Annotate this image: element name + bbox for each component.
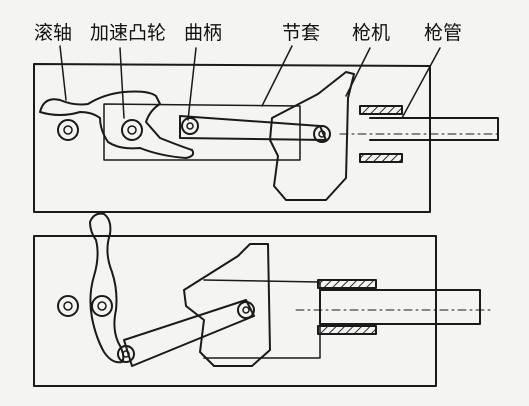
top-link-pin (313, 125, 331, 143)
bottom-bolt (183, 243, 271, 367)
top-accel-cam (39, 90, 195, 159)
label-bolt: 枪机 (352, 22, 391, 44)
bottom-toggle-link (123, 299, 255, 367)
bottom-figure (33, 212, 491, 387)
top-figure (33, 63, 501, 213)
top-toggle-link (179, 115, 327, 141)
top-bolt (269, 71, 355, 201)
label-crank: 曲柄 (184, 22, 223, 44)
top-barrel (369, 117, 499, 141)
top-crank-pin (181, 117, 199, 135)
top-barrel-hatch-upper (359, 105, 403, 115)
bottom-receiver (33, 235, 437, 387)
top-cam-pivot (121, 119, 143, 141)
top-roller-shaft (57, 119, 79, 141)
top-receiver (33, 63, 431, 213)
top-barrel-hatch-lower (359, 153, 403, 163)
top-cam-guide (103, 103, 301, 161)
label-toggle-sleeve: 节套 (282, 22, 321, 44)
label-accel-cam: 加速凸轮 (90, 22, 167, 44)
bottom-barrel (319, 289, 481, 325)
label-roller-shaft: 滚轴 (34, 22, 73, 44)
label-barrel: 枪管 (424, 22, 463, 44)
bottom-roller-shaft (57, 295, 79, 317)
bottom-guide (203, 279, 321, 359)
bottom-link-pin (237, 301, 255, 319)
bottom-barrel-hatch-upper (317, 279, 377, 289)
bottom-cam-pivot (91, 295, 113, 317)
bottom-barrel-hatch-lower (317, 325, 377, 335)
